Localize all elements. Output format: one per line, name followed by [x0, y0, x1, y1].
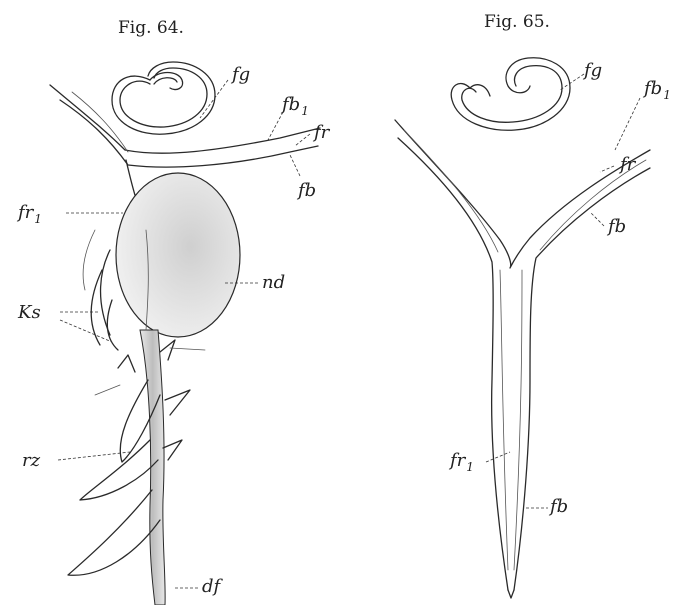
fig-64-hooks-rz: [68, 340, 205, 575]
fig-64-label-fg: fg: [230, 64, 250, 85]
fig-64-label-fb: fb: [296, 180, 316, 201]
fig-64-label-rz: rz: [22, 450, 41, 471]
fig-65-title: Fig. 65.: [484, 12, 550, 32]
fig-64-label-nd: nd: [262, 272, 285, 293]
fig-64-label-df: df: [202, 576, 224, 597]
fig-65-label-fb1: fb1: [642, 78, 671, 102]
fig-64-sac-nd: [116, 173, 240, 337]
fig-65-label-fb-lower: fb: [548, 496, 568, 517]
fig-64-spiral-fg: [112, 62, 215, 134]
fig-65-label-fg: fg: [582, 60, 602, 81]
fig-64-label-fb1: fb1: [280, 94, 309, 118]
figure-64: Fig. 64.: [16, 18, 331, 605]
fig-65-label-fr: fr: [618, 154, 637, 175]
fig-64-title: Fig. 64.: [118, 18, 184, 38]
figure-65: Fig. 65. fg fb1 fr fb fr1: [395, 12, 671, 598]
fig-65-label-fr1: fr1: [448, 450, 474, 474]
fig-64-label-fr: fr: [312, 122, 331, 143]
fig-65-label-fb: fb: [606, 216, 626, 237]
fig-64-label-ks: Ks: [17, 302, 41, 323]
fig-65-y-body: [395, 120, 650, 598]
fig-64-label-fr1: fr1: [16, 202, 42, 226]
fig-65-spiral-fg: [451, 58, 570, 131]
